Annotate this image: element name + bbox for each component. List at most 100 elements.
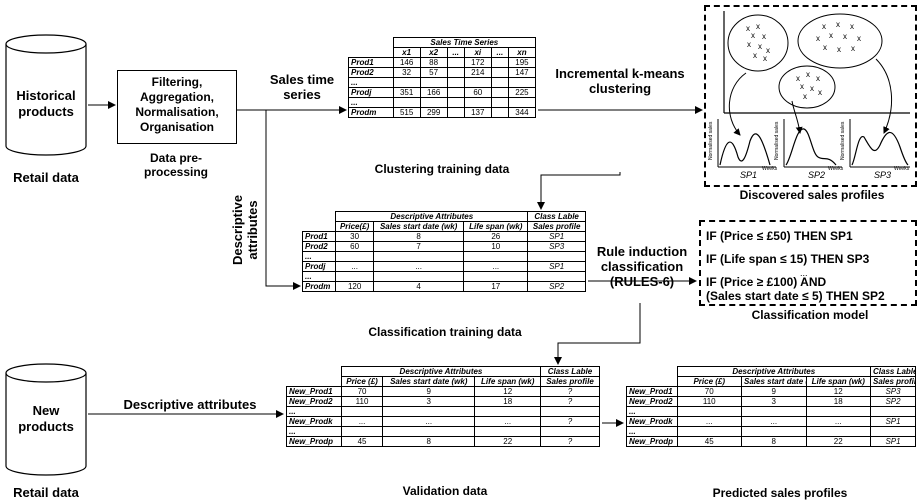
cell: 9 [382,386,476,397]
cell [382,426,476,437]
cell [507,77,537,88]
svg-text:x: x [753,51,757,60]
column-header: ... [446,47,465,58]
model-box [699,220,917,306]
cell: 110 [676,396,742,407]
preprocessing-caption: Data pre-processing [143,151,209,179]
cell [676,426,742,437]
cell: 299 [419,107,448,118]
cell: ... [340,416,384,427]
cell: ... [382,416,476,427]
row-label: Prod1 [301,231,337,242]
cell: 4 [372,281,465,292]
cell [463,271,529,282]
column-header: xi [463,47,492,58]
column-header: Sales profile [870,376,916,387]
cell: SP1 [870,436,916,447]
cell: 45 [676,436,742,447]
cell: 60 [463,87,492,98]
cell [507,97,537,108]
cell: SP1 [527,261,586,272]
cell [463,77,492,88]
corner-cell [348,37,394,58]
column-header: x2 [419,47,448,58]
svg-text:x: x [746,24,750,33]
cell [335,251,374,262]
cell: ... [335,261,374,272]
svg-text:x: x [850,22,854,31]
cell [392,97,421,108]
profile-3-xlabel: Weeks [894,166,910,172]
rule-1: IF (Price ≤ £50) THEN SP1 [706,229,853,243]
group-header-class: Class Lable [527,211,586,222]
rule-ellipsis: ... [800,268,808,278]
row-label: ... [626,426,678,437]
column-header: Price (£) [340,376,384,387]
cell: 12 [474,386,541,397]
cell: 166 [419,87,448,98]
cell: 344 [507,107,537,118]
row-label: ... [348,77,394,88]
kmeans-label: Incremental k-means clustering [555,66,685,96]
cell [446,77,465,88]
svg-text:x: x [816,74,820,83]
cell [446,87,465,98]
svg-text:x: x [857,34,861,43]
cell: 137 [463,107,492,118]
sales-time-series-label: Sales time series [269,72,335,102]
cell: 3 [741,396,807,407]
svg-text:x: x [816,34,820,43]
svg-text:x: x [796,74,800,83]
cell: SP1 [527,231,586,242]
cell [676,406,742,417]
svg-text:x: x [843,32,847,41]
cell [382,406,476,417]
cell: 10 [463,241,529,252]
column-header: ... [490,47,509,58]
cell [419,77,448,88]
cell [419,97,448,108]
column-header: Life span (wk) [474,376,541,387]
column-header: Sales profile [527,221,586,232]
cell: 18 [474,396,541,407]
cell: ... [474,416,541,427]
column-header: Life span (wk) [463,221,529,232]
column-header: Sales start date (wk) [372,221,465,232]
classification-caption: Classification training data [368,325,522,339]
cell: 214 [463,67,492,78]
cell: 7 [372,241,465,252]
cell [463,251,529,262]
cell: 120 [335,281,374,292]
svg-text:x: x [803,92,807,101]
cell [490,97,509,108]
table-row: ... [626,406,916,417]
row-label: Prodj [301,261,337,272]
row-label: ... [301,251,337,262]
row-label: ... [286,426,342,437]
svg-text:x: x [758,42,762,51]
cell [539,426,601,437]
svg-text:x: x [837,45,841,54]
profile-chart-2 [783,119,842,168]
column-header: xn [507,47,537,58]
group-header-descriptive: Descriptive Attributes [341,366,541,377]
preprocessing-steps: Filtering, Aggregation, Normalisation, O… [135,75,219,134]
row-label: Prod2 [301,241,337,252]
profile-chart-3 [849,119,910,168]
cell [340,426,384,437]
cell: 3 [382,396,476,407]
cell [446,57,465,68]
svg-text:x: x [766,46,770,55]
table-row: ... [286,426,601,437]
table-row: ... [286,406,601,417]
cell [527,251,586,262]
cell: 70 [676,386,742,397]
row-label: Prod1 [348,57,394,68]
